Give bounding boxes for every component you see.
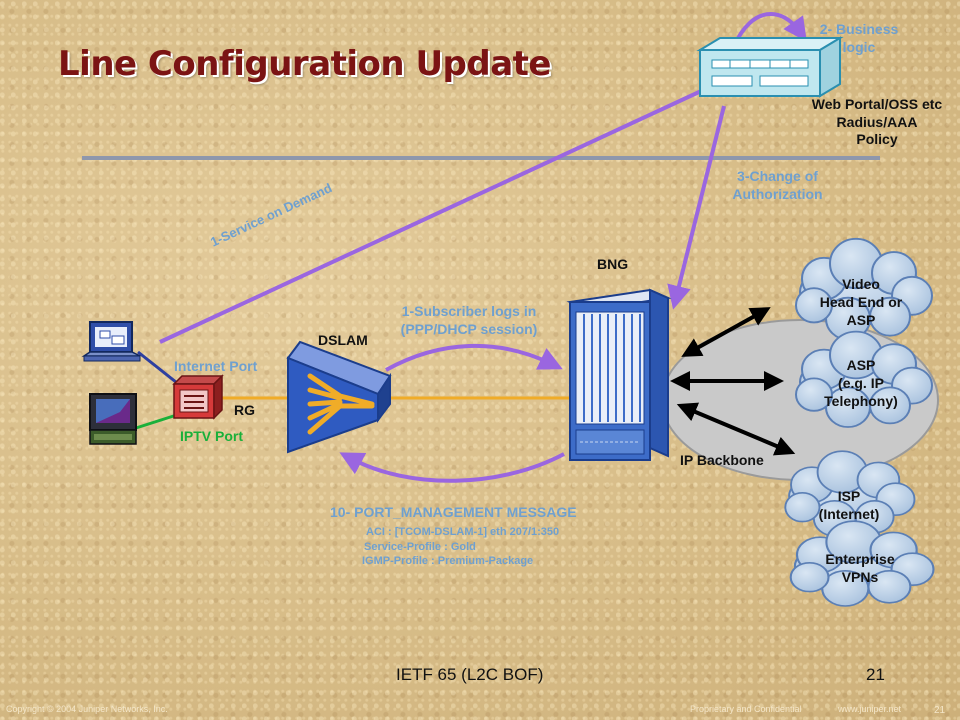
footer-confidential: Proprietary and Confidential (690, 704, 802, 714)
service-on-demand-arrow (159, 84, 713, 344)
footer-copyright: Copyright © 2004 Juniper Networks, Inc. (6, 704, 168, 714)
computer-icon (81, 321, 141, 362)
footer-website: www.juniper.net (838, 704, 902, 714)
port-management-igmp-profile: IGMP-Profile : Premium-Package (362, 555, 534, 567)
enterprise-cloud-label: Enterprise VPNs (825, 551, 895, 586)
footer-small-page: 21 (934, 705, 946, 716)
port-management-title: 10- PORT_MANAGEMENT MESSAGE (330, 504, 577, 520)
bng-label: BNG (597, 256, 629, 272)
business-logic-arrow (732, 11, 807, 47)
footer-event: IETF 65 (L2C BOF) (396, 665, 544, 684)
internet-port-label: Internet Port (174, 358, 258, 374)
subscriber-logs-in-arrow (385, 344, 563, 372)
server-systems-label: Web Portal/OSS etc Radius/AAA Policy (811, 96, 943, 147)
port-management-aci: ACI : [TCOM-DSLAM-1] eth 207/1:350 (366, 526, 560, 538)
footer-page-number: 21 (866, 665, 885, 684)
dslam-icon (286, 340, 392, 454)
slide-title: Line Configuration Update (58, 44, 551, 84)
server-icon (696, 36, 844, 98)
change-of-authorization-arrow (667, 105, 726, 310)
subscriber-logs-in-label: 1-Subscriber logs in (PPP/DHCP session) (400, 303, 538, 337)
video-cloud-label: Video Head End or ASP (819, 276, 903, 329)
rg-label: RG (234, 402, 255, 418)
tv-icon (89, 393, 137, 445)
dslam-label: DSLAM (318, 332, 368, 348)
isp-link-arrow (676, 402, 796, 456)
ip-backbone-label: IP Backbone (680, 452, 764, 468)
bng-router-icon (566, 288, 672, 461)
asp-cloud-label: ASP (e.g. IP Telephony) (824, 357, 898, 410)
business-logic-label: 2- Business logic (819, 21, 899, 55)
port-management-arrow (339, 452, 565, 483)
rg-firewall-icon (172, 374, 224, 420)
change-of-authorization-label: 3-Change of Authorization (732, 168, 823, 202)
isp-cloud-label: ISP (Internet) (818, 488, 880, 523)
port-management-service-profile: Service-Profile : Gold (364, 541, 476, 553)
video-link-arrow (681, 307, 771, 357)
iptv-port-label: IPTV Port (180, 428, 244, 444)
